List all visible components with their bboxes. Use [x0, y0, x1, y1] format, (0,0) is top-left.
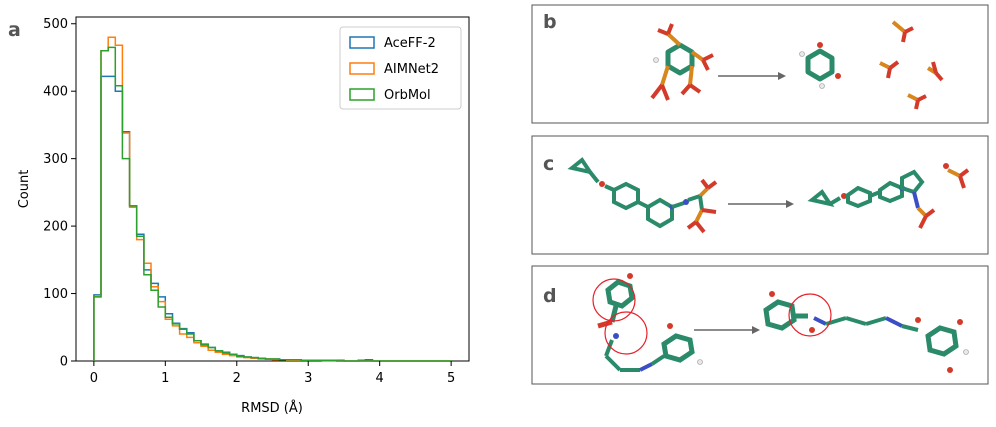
y-axis-ticks: 0 100 200 300 400 500 — [43, 17, 76, 370]
x-tick-label: 2 — [233, 371, 241, 386]
y-tick-label: 500 — [43, 17, 68, 32]
panel-d-highlight-circle-right — [788, 293, 832, 337]
y-tick-label: 300 — [43, 152, 68, 167]
panel-label-b: b — [543, 11, 557, 33]
legend-swatch-orbmol — [349, 88, 375, 101]
y-tick-label: 100 — [43, 287, 68, 302]
panel-b-frame — [531, 4, 989, 124]
panel-label-c: c — [543, 153, 554, 175]
legend-label-orbmol: OrbMol — [384, 88, 431, 103]
panel-b-reactant-molecule — [650, 23, 714, 101]
y-axis-label: Count — [17, 170, 32, 209]
panel-d-arrowhead — [752, 326, 760, 334]
panel-d: d — [531, 265, 989, 385]
y-tick-label: 200 — [43, 220, 68, 235]
legend-label-aceff2: AceFF-2 — [384, 36, 436, 51]
panel-c-product-molecules — [807, 163, 970, 229]
legend-label-aimnet2: AIMNet2 — [384, 62, 439, 77]
x-axis-ticks: 0 1 2 3 4 5 — [90, 361, 455, 386]
x-tick-label: 0 — [90, 371, 98, 386]
x-tick-label: 4 — [376, 371, 384, 386]
plot-frame — [75, 16, 470, 362]
histogram-series-orbmol — [93, 46, 452, 362]
y-tick-label: 400 — [43, 85, 68, 100]
legend-swatch-aimnet2 — [349, 62, 375, 75]
panel-c: c — [531, 135, 989, 255]
panel-c-arrowhead — [786, 200, 794, 208]
y-tick-label: 0 — [60, 355, 68, 370]
panel-label-d: d — [543, 285, 557, 307]
x-tick-label: 3 — [304, 371, 312, 386]
series-layer — [93, 36, 452, 362]
x-axis-label: RMSD (Å) — [241, 400, 303, 416]
x-tick-label: 1 — [161, 371, 169, 386]
histogram-plot: 0 1 2 3 4 5 0 100 200 300 400 500 RMSD (Å) Count A… — [17, 16, 470, 416]
legend: AceFF-2 AIMNet2 OrbMol — [339, 26, 462, 110]
legend-swatch-aceff2 — [349, 36, 375, 49]
panel-c-frame — [531, 135, 989, 255]
panel-b-arrowhead — [778, 72, 786, 80]
panel-c-reactant-molecule — [567, 157, 718, 234]
panel-d-reactant-molecule — [592, 273, 703, 372]
panel-b-product-molecules — [799, 20, 944, 110]
panel-b: b — [531, 4, 989, 124]
panel-d-product-molecule — [763, 291, 969, 373]
x-tick-label: 5 — [447, 371, 455, 386]
panel-d-highlight-circle-left — [604, 311, 648, 355]
panel-label-a: a — [8, 19, 21, 41]
histogram-series-aceff-2 — [93, 75, 452, 362]
